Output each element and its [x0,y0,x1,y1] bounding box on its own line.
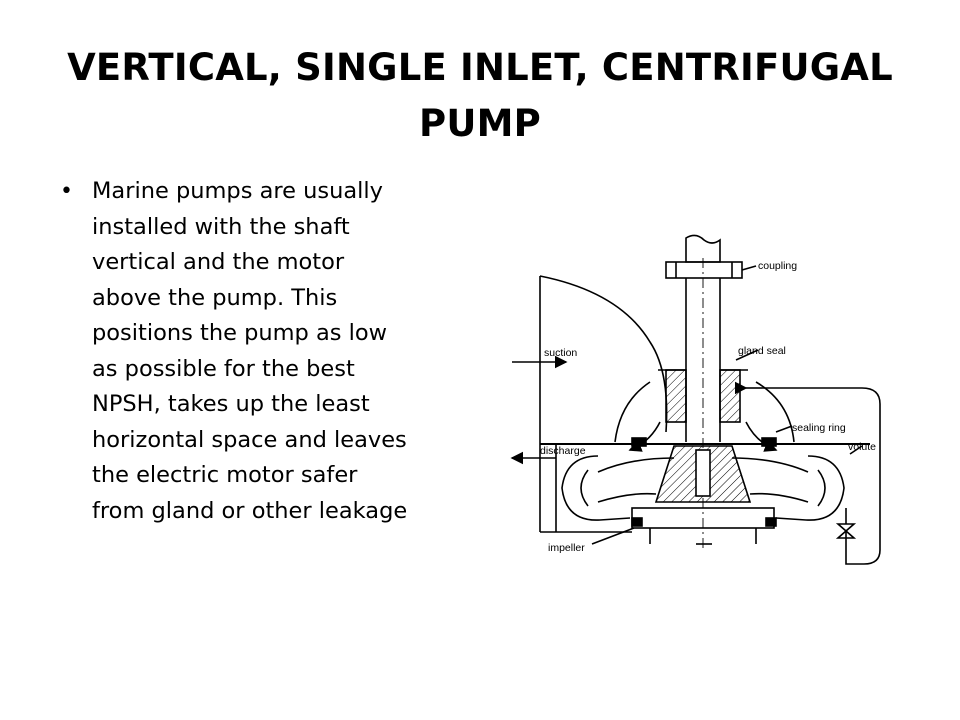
slide-title-line-1: VERTICAL, SINGLE INLET, CENTRIFUGAL [67,46,893,89]
bullet-item: • Marine pumps are usually installed wit… [58,174,468,529]
bullet-list: • Marine pumps are usually installed wit… [58,174,468,529]
bullet-line: horizontal space and leaves [92,426,407,453]
shaft-top-break [685,234,721,263]
pump-diagram: coupling suction gland seal sealing ring… [500,232,902,572]
impeller-shroud-right-top [731,457,809,473]
coupling-flange [665,261,743,279]
bullet-marker: • [60,179,73,204]
pump-cross-section-drawing: coupling suction gland seal sealing ring… [510,234,881,565]
bullet-line: as possible for the best [92,355,355,382]
impeller-shroud-left-top [597,457,675,473]
label-volute: volute [848,441,876,453]
gland-seal-pipe [762,387,881,565]
bullet-line: above the pump. This [92,284,338,311]
bullet-line: installed with the shaft [92,213,350,240]
label-discharge: discharge [540,445,586,457]
bullet-line: NPSH, takes up the least [92,391,370,417]
suction-casing-outer [539,275,668,433]
gland-housing-right [719,369,741,423]
label-suction: suction [544,347,577,359]
label-sealing-ring: sealing ring [792,422,846,434]
bullet-line: the electric motor safer [92,462,358,488]
gland-housing-left [665,369,687,423]
slide-title: VERTICAL, SINGLE INLET, CENTRIFUGAL PUMP [60,40,900,152]
bullet-line: vertical and the motor [92,249,345,275]
label-impeller: impeller [548,542,585,554]
bullet-line: positions the pump as low [92,320,388,346]
slide-title-line-2: PUMP [419,102,541,145]
label-gland-seal: gland seal [738,345,786,357]
bullet-line: Marine pumps are usually [92,178,383,204]
volute-left [561,455,631,521]
label-coupling: coupling [758,260,797,272]
valve-icon [835,523,857,539]
volute-right [775,455,845,521]
bullet-line: from gland or other leakage [92,497,408,524]
